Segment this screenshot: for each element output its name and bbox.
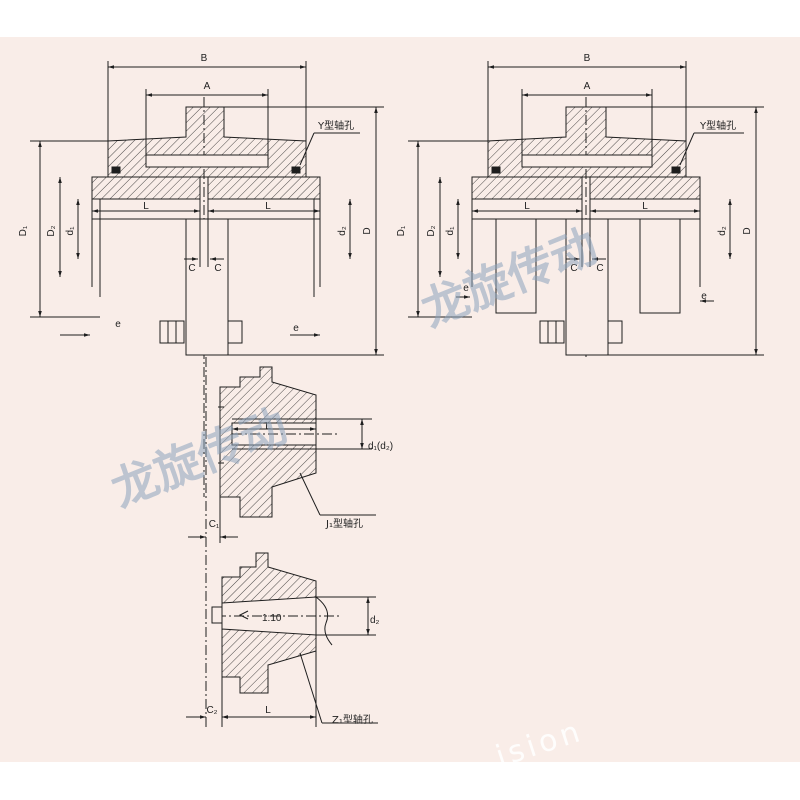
coupling-drawing: B A L L D₁ D₂ d₁ d₂ D C C e e Y型轴孔 [0,37,800,762]
drawing-sheet: B A L L D₁ D₂ d₁ d₂ D C C e e Y型轴孔 [0,37,800,762]
j1-label-L: L [265,421,271,432]
right-label-d2: d₂ [717,226,728,236]
right-label-bore-type: Y型轴孔 [699,119,736,132]
j1-label-C1: C₁ [209,519,220,530]
left-label-D2: D₂ [46,225,57,236]
right-label-A: A [584,81,591,92]
left-coupling-view [30,61,384,497]
z1-label-bore-type: Z₁型轴孔 [332,713,373,726]
left-label-d2: d₂ [337,226,348,236]
right-label-D: D [742,227,753,234]
right-label-e-left: e [463,283,469,294]
left-label-C-right: C [214,263,221,274]
z1-label-d2: d₂ [370,615,380,626]
left-hub-left [91,176,201,200]
right-label-C-right: C [596,263,603,274]
right-hub-left [471,176,583,200]
left-hub-right [207,176,321,200]
left-label-D1: D₁ [18,225,29,236]
right-label-D2: D₂ [426,225,437,236]
right-label-L-left: L [524,201,530,212]
left-label-e-left: e [115,319,121,330]
j1-bore-view [188,357,376,543]
right-label-C-left: C [570,263,577,274]
left-label-d1: d₁ [65,226,76,236]
j1-label-bore-type: J₁型轴孔 [325,517,363,530]
left-label-L-left: L [143,201,149,212]
left-label-e-right: e [293,323,299,334]
z1-label-taper: 1:10 [262,613,282,624]
right-hub-right [589,176,701,200]
z1-bore-view [186,537,378,727]
left-label-L-right: L [265,201,271,212]
right-label-B: B [584,53,591,64]
left-label-D: D [362,227,373,234]
z1-label-L: L [265,705,271,716]
right-label-d1: d₁ [445,226,456,236]
left-label-C-left: C [188,263,195,274]
right-coupling-view [408,61,764,357]
left-label-bore-type: Y型轴孔 [317,119,354,132]
j1-label-d: d₁(d₂) [368,441,393,452]
right-label-D1: D₁ [396,225,407,236]
right-label-L-right: L [642,201,648,212]
left-label-A: A [204,81,211,92]
right-label-e-right: e [701,291,707,302]
z1-label-C2: C₂ [206,705,217,716]
left-label-B: B [201,53,208,64]
